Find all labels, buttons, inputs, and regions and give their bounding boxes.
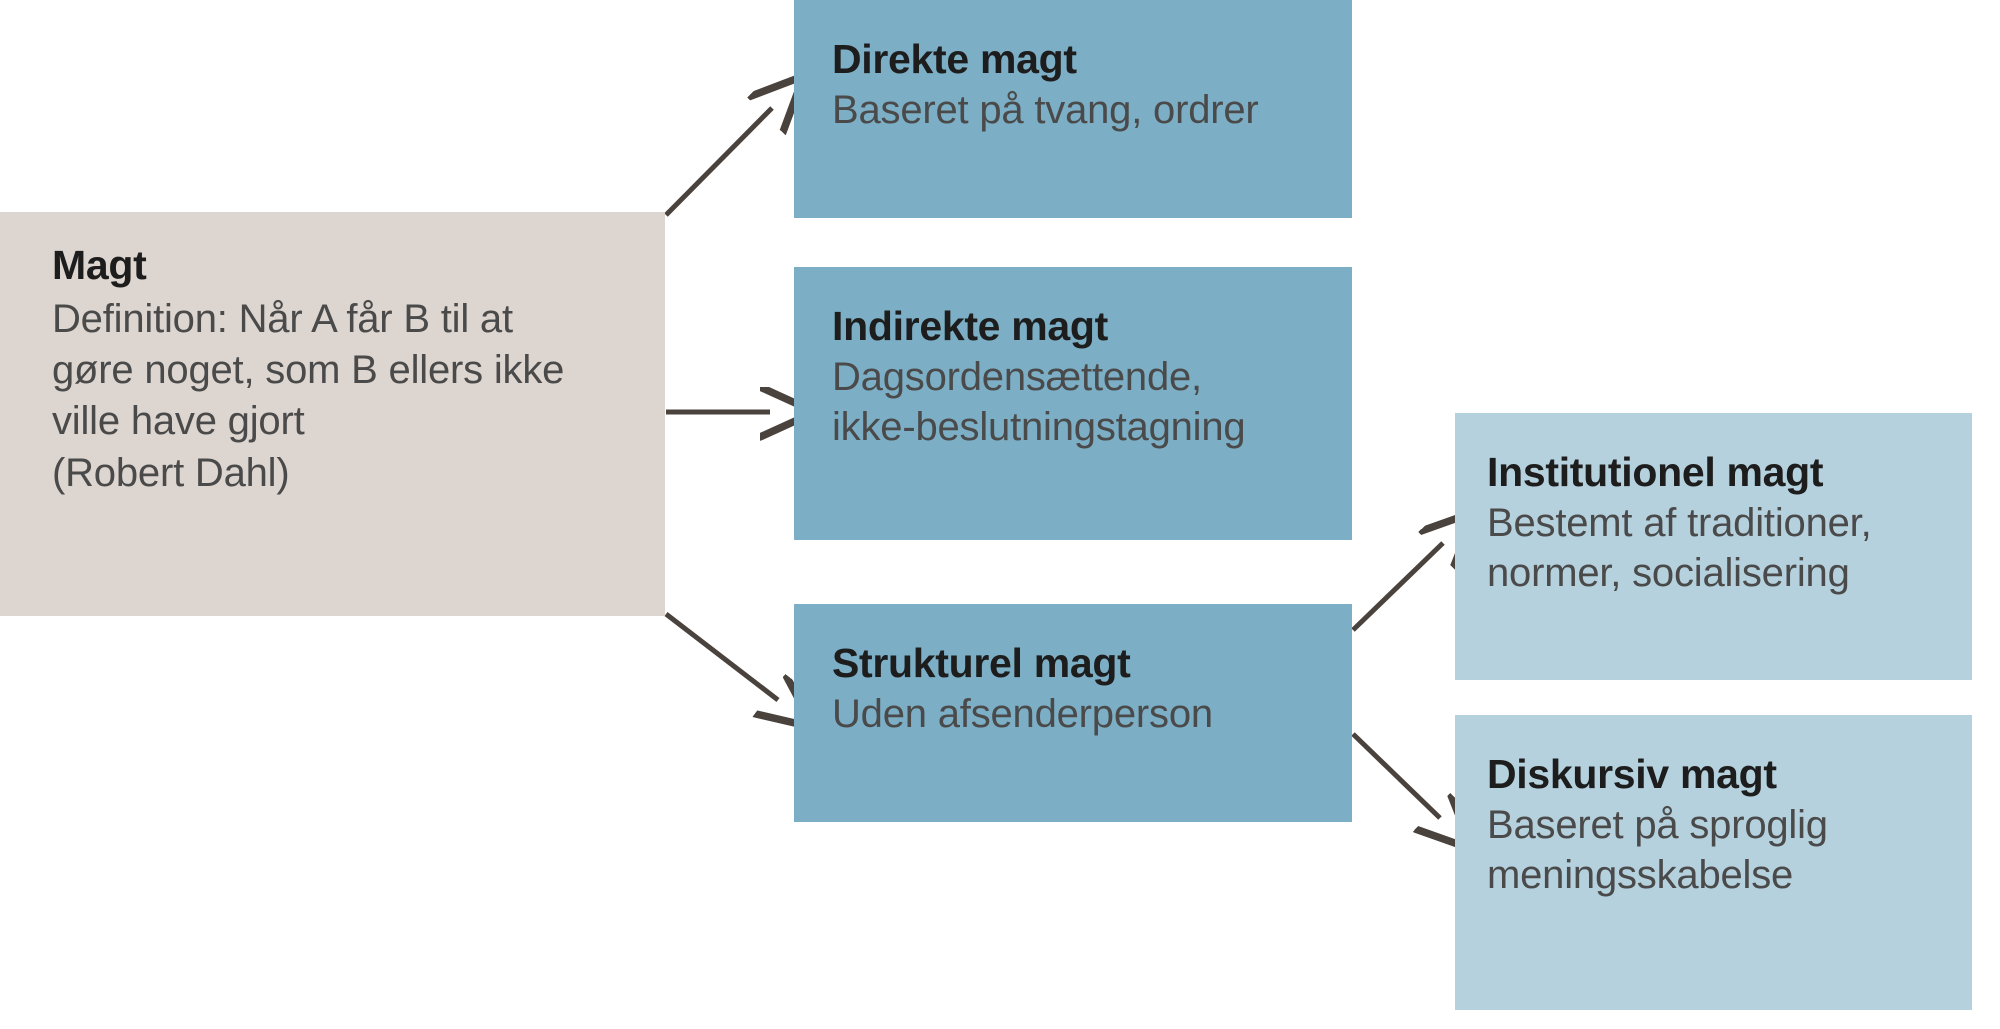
node-diskursiv-magt-desc-line-2: meningsskabelse bbox=[1487, 852, 1794, 897]
node-strukturel-magt-description: Uden afsenderperson bbox=[832, 690, 1314, 740]
node-strukturel-magt[interactable]: Strukturel magt Uden afsenderperson bbox=[794, 604, 1352, 822]
node-indirekte-magt-desc-line-1: Dagsordensættende, bbox=[832, 355, 1202, 400]
node-diskursiv-magt-desc-line-1: Baseret på sproglig bbox=[1487, 803, 1828, 848]
edge-strukturel-to-diskursiv bbox=[1351, 732, 1440, 818]
node-magt-desc-line-3: ville have gjort bbox=[52, 399, 305, 444]
edge-strukturel-to-institutionel bbox=[1351, 543, 1443, 632]
node-magt-desc-line-1: Definition: Når A får B til at bbox=[52, 297, 513, 342]
node-institutionel-magt[interactable]: Institutionel magt Bestemt af traditione… bbox=[1455, 413, 1972, 680]
node-strukturel-magt-desc-line-1: Uden afsenderperson bbox=[832, 692, 1213, 737]
edge-root-to-direkte bbox=[664, 108, 772, 217]
node-institutionel-magt-description: Bestemt af traditioner, normer, socialis… bbox=[1487, 499, 1950, 598]
node-institutionel-magt-desc-line-1: Bestemt af traditioner, bbox=[1487, 501, 1872, 546]
node-magt[interactable]: Magt Definition: Når A får B til at gøre… bbox=[0, 212, 665, 616]
node-magt-description: Definition: Når A får B til at gøre noge… bbox=[52, 294, 635, 499]
node-diskursiv-magt[interactable]: Diskursiv magt Baseret på sproglig menin… bbox=[1455, 715, 1972, 1010]
node-direkte-magt-title: Direkte magt bbox=[832, 36, 1077, 82]
node-diskursiv-magt-title: Diskursiv magt bbox=[1487, 751, 1777, 797]
node-indirekte-magt-description: Dagsordensættende, ikke-beslutningstagni… bbox=[832, 353, 1314, 452]
node-institutionel-magt-desc-line-2: normer, socialisering bbox=[1487, 550, 1850, 595]
node-magt-desc-line-2: gøre noget, som B ellers ikke bbox=[52, 348, 565, 393]
node-indirekte-magt-desc-line-2: ikke-beslutningstagning bbox=[832, 404, 1246, 449]
node-institutionel-magt-title: Institutionel magt bbox=[1487, 449, 1824, 495]
node-direkte-magt-description: Baseret på tvang, ordrer bbox=[832, 86, 1314, 136]
edge-root-to-strukturel bbox=[664, 612, 778, 700]
node-indirekte-magt[interactable]: Indirekte magt Dagsordensættende, ikke-b… bbox=[794, 267, 1352, 540]
node-magt-desc-line-4: (Robert Dahl) bbox=[52, 450, 290, 495]
node-magt-title: Magt bbox=[52, 242, 147, 288]
node-diskursiv-magt-description: Baseret på sproglig meningsskabelse bbox=[1487, 801, 1950, 900]
node-direkte-magt[interactable]: Direkte magt Baseret på tvang, ordrer bbox=[794, 0, 1352, 218]
node-strukturel-magt-title: Strukturel magt bbox=[832, 640, 1131, 686]
node-direkte-magt-desc-line-1: Baseret på tvang, ordrer bbox=[832, 88, 1259, 133]
node-indirekte-magt-title: Indirekte magt bbox=[832, 303, 1109, 349]
